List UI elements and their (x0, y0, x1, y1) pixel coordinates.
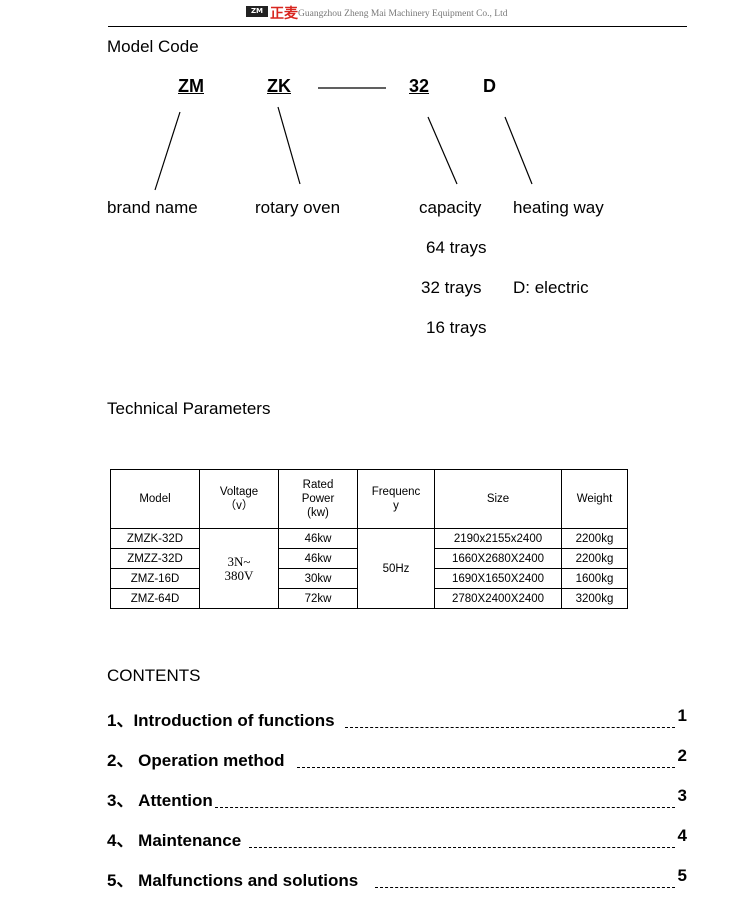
col-voltage: Voltage（v） (199, 469, 279, 529)
capacity-option: 32 trays (421, 278, 482, 297)
label-capacity: capacity (419, 198, 482, 217)
cell-weight: 1600kg (561, 568, 628, 589)
toc-item-label: 3、 Attention (107, 791, 213, 810)
toc-item-label: 4、 Maintenance (107, 831, 242, 850)
cell-power: 46kw (278, 528, 358, 549)
code-brand: ZM (178, 76, 204, 96)
toc-page-number: 4 (677, 826, 687, 845)
toc-item-malfunctions[interactable]: 5、 Malfunctions and solutions 5 (107, 866, 687, 891)
cell-model: ZMZ-16D (110, 568, 200, 589)
cell-weight: 2200kg (561, 528, 628, 549)
cell-size: 2190x2155x2400 (434, 528, 562, 549)
model-code-heading: Model Code (107, 37, 199, 56)
cell-weight: 3200kg (561, 588, 628, 609)
code-heating: D (483, 76, 496, 96)
capacity-option: 16 trays (426, 318, 487, 337)
cell-model: ZMZ-64D (110, 588, 200, 609)
heating-pointer-line (504, 116, 533, 185)
technical-parameters-heading: Technical Parameters (107, 399, 271, 418)
table-row: ZMZ-16D 30kw 1690X1650X2400 1600kg (110, 568, 628, 589)
col-model: Model (110, 469, 200, 529)
capacity-option: 64 trays (426, 238, 487, 257)
toc-page-number: 2 (677, 746, 687, 765)
toc-leader-dots (375, 887, 675, 888)
toc-leader-dots (297, 767, 675, 768)
cell-voltage: 3N~380V (199, 528, 279, 609)
brand-pointer-line (154, 111, 181, 191)
toc-page-number: 3 (677, 786, 687, 805)
toc-page-number: 5 (677, 866, 687, 885)
toc-item-maintenance[interactable]: 4、 Maintenance 4 (107, 826, 687, 851)
col-size: Size (434, 469, 562, 529)
code-type: ZK (267, 76, 291, 96)
cell-power: 30kw (278, 568, 358, 589)
label-rotary-oven: rotary oven (255, 198, 341, 217)
page-header: ZM 正麦 Guangzhou Zheng Mai Machinery Equi… (108, 4, 687, 27)
toc-leader-dots (215, 807, 675, 808)
toc-item-label: 2、 Operation method (107, 751, 285, 770)
type-pointer-line (277, 106, 301, 185)
col-weight: Weight (561, 469, 628, 529)
label-brand-name: brand name (107, 198, 198, 217)
cell-size: 1660X2680X2400 (434, 548, 562, 569)
cell-power: 72kw (278, 588, 358, 609)
toc-item-label: 1、Introduction of functions (107, 711, 335, 730)
cell-model: ZMZZ-32D (110, 548, 200, 569)
label-heating-way: heating way (513, 198, 604, 217)
contents-heading: CONTENTS (107, 666, 201, 685)
toc-item-operation[interactable]: 2、 Operation method 2 (107, 746, 687, 771)
cell-power: 46kw (278, 548, 358, 569)
cell-size: 2780X2400X2400 (434, 588, 562, 609)
cell-size: 1690X1650X2400 (434, 568, 562, 589)
cell-model: ZMZK-32D (110, 528, 200, 549)
toc-item-label: 5、 Malfunctions and solutions (107, 871, 359, 890)
toc-item-attention[interactable]: 3、 Attention 3 (107, 786, 687, 811)
heating-option: D: electric (513, 278, 589, 297)
toc-leader-dots (249, 847, 675, 848)
toc-page-number: 1 (677, 706, 687, 725)
company-name: Guangzhou Zheng Mai Machinery Equipment … (298, 9, 508, 19)
cell-weight: 2200kg (561, 548, 628, 569)
capacity-pointer-line (427, 116, 458, 185)
table-row: ZMZ-64D 72kw 2780X2400X2400 3200kg (110, 588, 628, 609)
cell-frequency: 50Hz (357, 528, 435, 609)
table-row: ZMZK-32D 3N~380V 46kw 50Hz 2190x2155x240… (110, 528, 628, 609)
toc-leader-dots (345, 727, 675, 728)
code-capacity: 32 (409, 76, 430, 96)
table-row: ZMZZ-32D 46kw 1660X2680X2400 2200kg (110, 548, 628, 569)
toc-item-introduction[interactable]: 1、Introduction of functions 1 (107, 706, 687, 731)
brand-chinese-name: 正麦 (270, 6, 298, 22)
company-logo: ZM (246, 6, 268, 17)
